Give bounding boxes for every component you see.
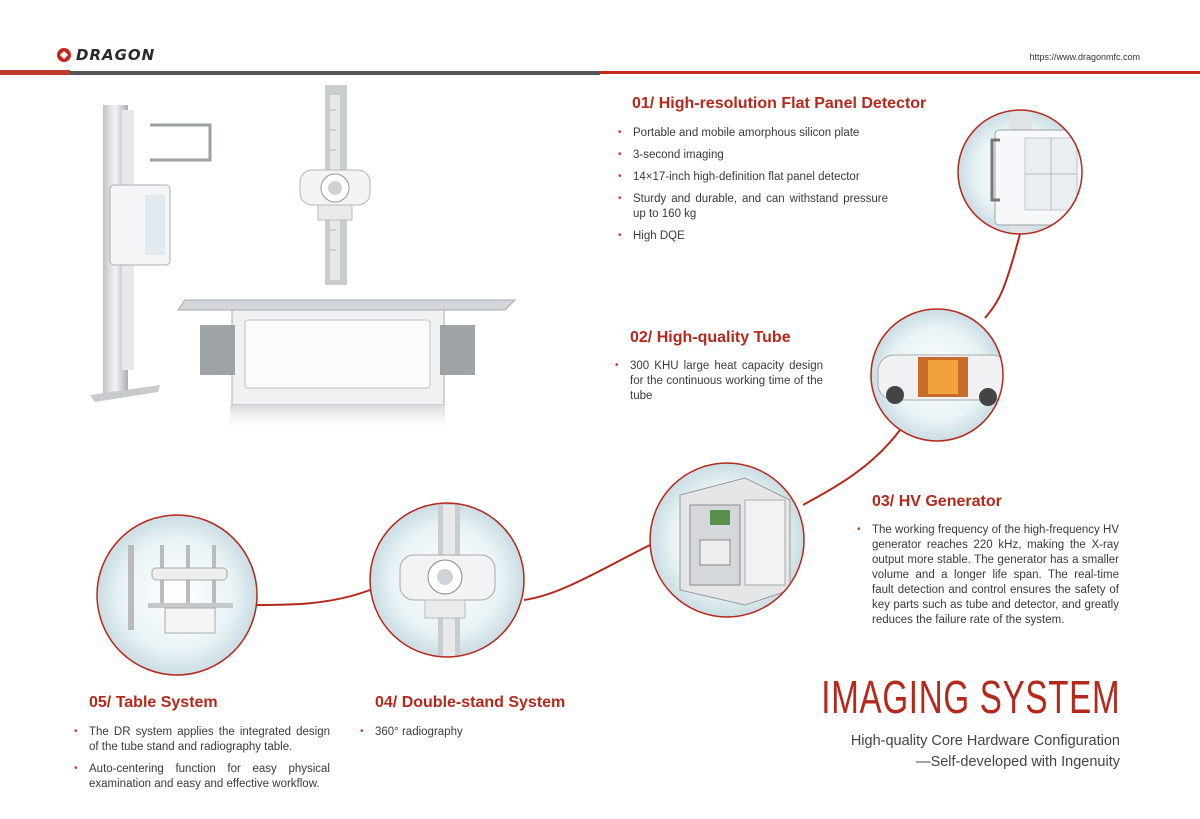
list-item: High DQE [618,228,888,244]
section-05-title: 05/ Table System [89,694,218,711]
section-04-title: 04/ Double-stand System [375,694,566,711]
generator-closeup [649,462,805,618]
section-02-bullets: 300 KHU large heat capacity design for t… [615,358,823,411]
header-rule-right [600,71,1200,74]
list-item: 300 KHU large heat capacity design for t… [615,358,823,404]
header-rule-center [70,71,600,75]
list-item: 3-second imaging [618,147,888,163]
brand-logo: DRAGON [56,46,155,64]
section-02-title: 02/ High-quality Tube [630,329,791,346]
list-item: 360° radiography [360,724,560,740]
imaging-system-subtitle-1: High-quality Core Hardware Configuration [850,733,1120,749]
double-stand-closeup [369,502,525,658]
dragon-logo-icon [57,48,71,62]
section-04-bullets: 360° radiography [360,724,560,747]
list-item: Auto-centering function for easy physica… [74,761,330,792]
tube-closeup [870,308,1004,442]
imaging-system-subtitle-2: —Self-developed with Ingenuity [916,754,1120,770]
section-05-bullets: The DR system applies the integrated des… [74,724,330,799]
list-item: Sturdy and durable, and can withstand pr… [618,191,888,222]
section-01-title: 01/ High-resolution Flat Panel Detector [632,95,927,112]
imaging-system-title: IMAGING SYSTEM [821,671,1120,723]
table-system-closeup [96,514,258,676]
list-item: The working frequency of the high-freque… [857,522,1119,628]
list-item: Portable and mobile amorphous silicon pl… [618,125,888,141]
connector-lines [256,233,1021,606]
main-machine [90,85,517,435]
detector-closeup [957,109,1083,235]
section-01-bullets: Portable and mobile amorphous silicon pl… [618,125,888,251]
brand-name: DRAGON [76,46,156,64]
section-03-title: 03/ HV Generator [872,493,1002,510]
list-item: 14×17-inch high-definition flat panel de… [618,169,888,185]
list-item: The DR system applies the integrated des… [74,724,330,755]
section-03-bullets: The working frequency of the high-freque… [857,522,1119,635]
website-url[interactable]: https://www.dragonmfc.com [1029,52,1140,62]
header-rule-left [0,70,70,75]
